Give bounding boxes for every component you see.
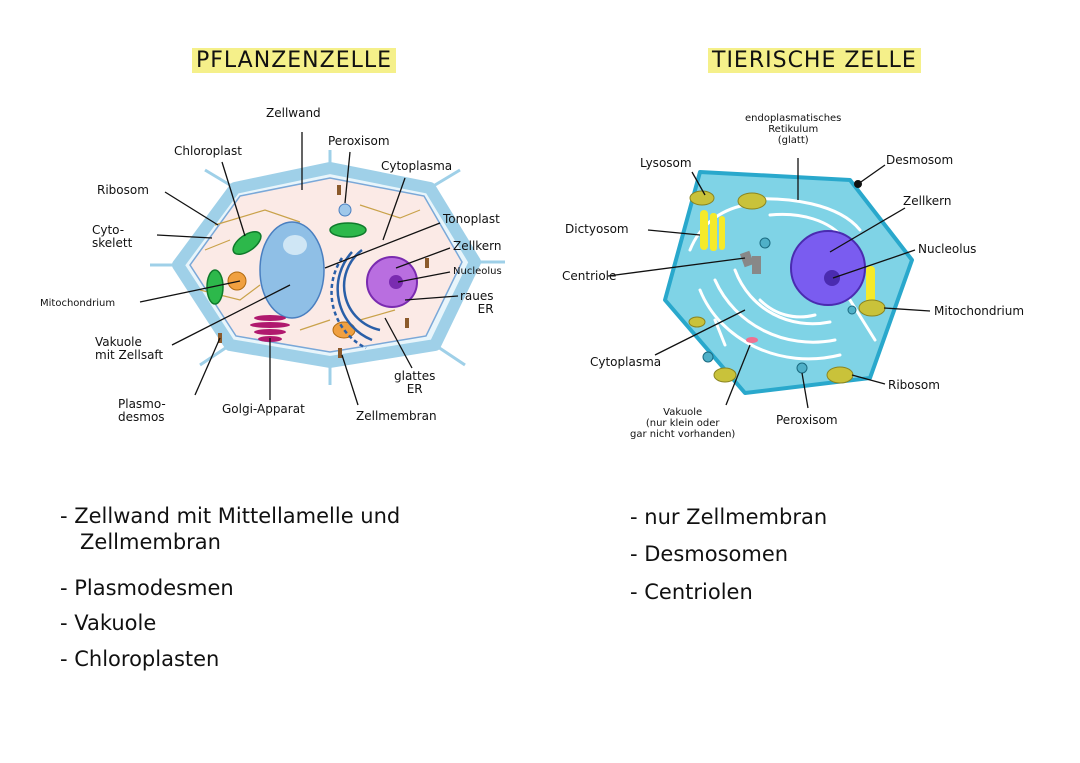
plant-note-4: - Chloroplasten xyxy=(60,647,220,671)
label-peroxisom-animal: Peroxisom xyxy=(776,413,838,427)
label-zellwand: Zellwand xyxy=(266,106,321,120)
label-centriole: Centriole xyxy=(562,269,617,283)
label-golgi: Golgi-Apparat xyxy=(222,402,305,416)
label-nucleolus-plant: Nucleolus xyxy=(453,266,502,277)
label-cytoplasma-plant: Cytoplasma xyxy=(381,159,453,173)
label-ribosom-animal: Ribosom xyxy=(888,378,940,392)
plant-chloroplast-3 xyxy=(206,269,224,305)
label-vakuole-animal: Vakuole (nur klein oder gar nicht vorhan… xyxy=(630,407,736,440)
plant-note-2: - Plasmodesmen xyxy=(60,576,234,600)
plant-note-1: - Zellwand mit Mittellamelle und Zellmem… xyxy=(60,504,401,554)
animal-cell-drawing xyxy=(607,158,931,409)
label-plasmodesmos: Plasmo- desmos xyxy=(118,397,166,424)
label-peroxisom-plant: Peroxisom xyxy=(328,134,390,148)
label-nucleolus-animal: Nucleolus xyxy=(918,242,977,256)
animal-cell-title: TIERISCHE ZELLE xyxy=(708,48,921,73)
label-cytoplasma-animal: Cytoplasma xyxy=(590,355,662,369)
plant-chloroplast-2 xyxy=(329,222,367,238)
label-mitochondrium-animal: Mitochondrium xyxy=(934,304,1025,318)
label-glattes-er: glattes ER xyxy=(394,369,436,396)
label-lysosom: Lysosom xyxy=(640,156,692,170)
label-cytoskelett: Cyto- skelett xyxy=(92,223,133,250)
plant-cell-title: PFLANZENZELLE xyxy=(192,48,397,73)
label-zellkern-animal: Zellkern xyxy=(903,194,952,208)
animal-cell-membrane xyxy=(663,170,914,395)
label-vakuole-plant: Vakuole mit Zellsaft xyxy=(95,335,164,362)
label-raues-er: raues ER xyxy=(460,289,494,316)
label-zellkern-plant: Zellkern xyxy=(453,239,502,253)
plant-golgi xyxy=(250,315,290,342)
animal-note-3: - Centriolen xyxy=(630,580,753,604)
plant-vacuole xyxy=(259,221,325,319)
label-tonoplast: Tonoplast xyxy=(443,212,500,226)
animal-nucleus xyxy=(790,230,866,306)
label-zellmembran-plant: Zellmembran xyxy=(356,409,437,423)
plant-chloroplast-1 xyxy=(232,230,262,256)
label-desmosom: Desmosom xyxy=(886,153,954,167)
label-dictyosom: Dictyosom xyxy=(565,222,629,236)
label-er-animal: endoplasmatisches Retikulum (glatt) xyxy=(745,113,842,146)
label-chloroplast: Chloroplast xyxy=(174,144,242,158)
plant-cell-drawing xyxy=(139,132,505,406)
plant-note-3: - Vakuole xyxy=(60,611,157,635)
label-ribosom-plant: Ribosom xyxy=(97,183,149,197)
animal-note-1: - nur Zellmembran xyxy=(630,505,828,529)
label-mitochondrium-plant: Mitochondrium xyxy=(40,298,116,309)
animal-note-2: - Desmosomen xyxy=(630,542,789,566)
